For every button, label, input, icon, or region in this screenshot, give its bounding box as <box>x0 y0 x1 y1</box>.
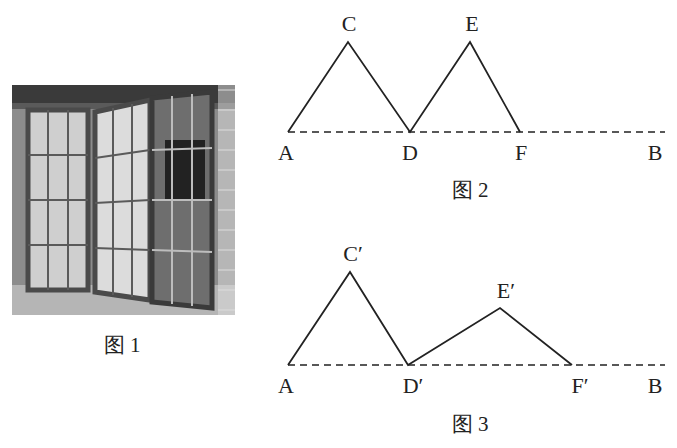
point-label: A <box>278 142 294 164</box>
figure-caption: 图 3 <box>452 414 489 435</box>
point-label: F <box>515 142 527 164</box>
point-label: C <box>342 13 357 35</box>
figure-2-lines <box>288 42 665 132</box>
point-label: C′ <box>343 243 363 265</box>
point-label: B <box>648 375 663 397</box>
point-label: B <box>648 142 663 164</box>
figure-3-lines <box>288 272 665 365</box>
point-label: D <box>402 142 418 164</box>
point-label: E <box>465 13 478 35</box>
point-label: E′ <box>497 280 515 302</box>
point-label: A <box>278 375 294 397</box>
figure-caption: 图 1 <box>104 335 141 356</box>
door-photo <box>12 85 235 315</box>
point-label: F′ <box>571 375 588 397</box>
point-label: D′ <box>403 375 424 397</box>
figure-caption: 图 2 <box>452 180 489 201</box>
